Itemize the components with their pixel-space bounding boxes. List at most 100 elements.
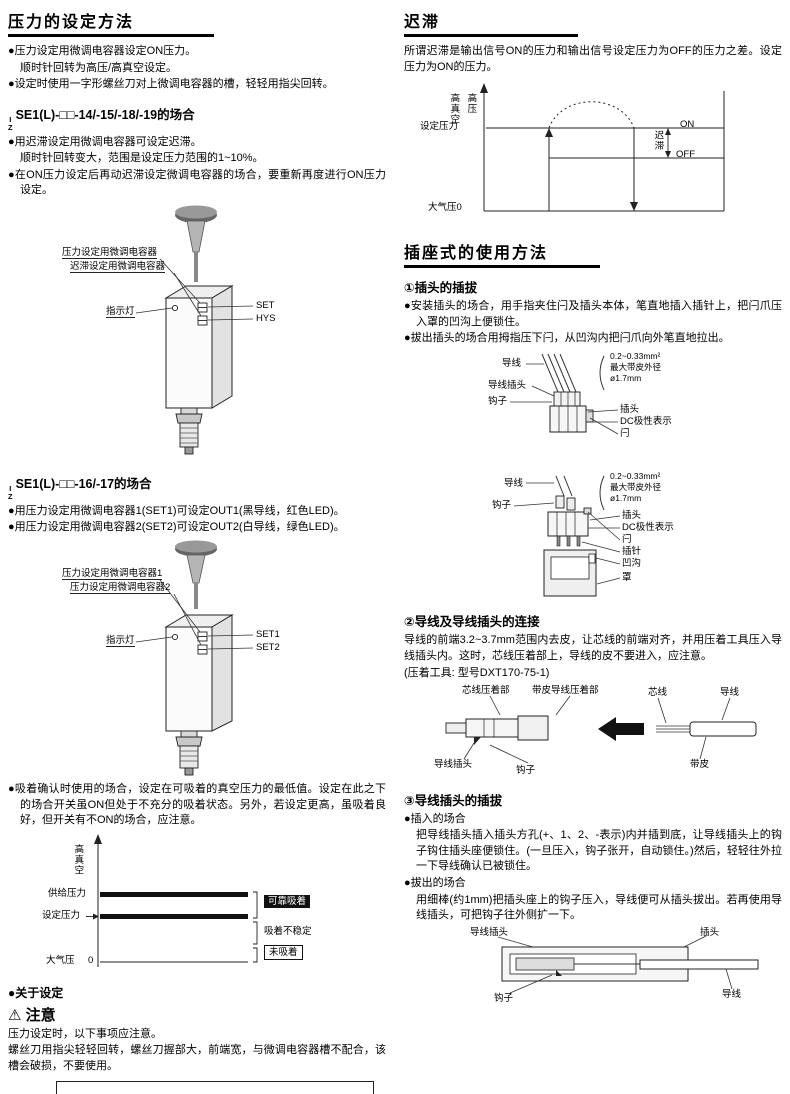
subsection-heading-1: ①插头的插拔 <box>404 281 478 296</box>
caution-title: 注意 <box>25 1006 56 1024</box>
label-cover: 罩 <box>622 572 632 584</box>
label-latch: 闩 <box>620 428 630 440</box>
label-wire-size: 0.2~0.33mm² <box>610 471 661 482</box>
label-off: OFF <box>676 149 695 161</box>
label-core: 芯线 <box>648 686 668 698</box>
subsection-heading-3: ③导线插头的插拔 <box>404 793 503 808</box>
prefix-top: I <box>9 114 12 124</box>
label-wire: 导线 <box>722 988 742 1000</box>
label-latch: 闩 <box>622 534 632 546</box>
hysteresis-chart-art <box>480 83 725 212</box>
label-zero: 0 <box>88 954 94 966</box>
prefix-bottom: Z <box>8 491 13 501</box>
label-hys: HYS <box>256 313 276 325</box>
zone-no-adsorption: 未吸着 <box>264 944 303 961</box>
label-hook: 钩子 <box>494 992 514 1004</box>
label-sheath: 带皮 <box>690 758 710 770</box>
label-wire: 导线 <box>502 358 522 370</box>
plug-assembly-art <box>510 353 621 597</box>
label-plug: 插头 <box>622 510 642 522</box>
label-wire-plug: 导线插头 <box>434 758 473 770</box>
zone-unstable-adsorption: 吸着不稳定 <box>264 925 312 937</box>
label-wire-diameter: ø1.7mm <box>610 373 642 384</box>
body-text: ●用压力设定用微调电容器1(SET1)可设定OUT1(黑导线，红色LED)。 <box>8 504 345 517</box>
figure-hysteresis-chart: 高真空 高压 设定压力 ON OFF 迟滞 大气压0 <box>404 83 782 225</box>
label-groove: 凹沟 <box>622 558 642 570</box>
label-indicator-lamp: 指示灯 <box>106 634 135 648</box>
label-on: ON <box>680 119 695 131</box>
label-indicator-lamp: 指示灯 <box>106 306 135 319</box>
axis-label-high-pressure: 高压 <box>465 93 477 115</box>
body-text: ●用压力设定用微调电容器2(SET2)可设定OUT2(白导线，绿色LED)。 <box>8 521 345 534</box>
body-text: 用细棒(约1mm)把插头座上的钩子压入，导线便可从插头拔出。若再使用导线插头，可… <box>416 893 782 922</box>
section-title-pressure-setting: 压力的设定方法 <box>8 8 214 37</box>
body-text: ●压力设定用微调电容器设定ON压力。 <box>8 45 197 57</box>
label-core-crimp: 芯线压着部 <box>462 684 510 696</box>
section-title-hysteresis: 迟滞 <box>404 8 578 37</box>
right-column: 迟滞 所谓迟滞是输出信号ON的压力和输出信号设定压力为OFF的压力之差。设定压力… <box>404 8 782 1094</box>
label-supply-pressure: 供给压力 <box>48 887 87 899</box>
figure-wire-crimp: 芯线压着部 带皮导线压着部 芯线 导线 导线插头 钩子 带皮 <box>404 685 782 781</box>
crimp-tool-note: (压着工具: 型号DXT170-75-1) <box>404 667 550 680</box>
section-title-socket-usage: 插座式的使用方法 <box>404 239 600 269</box>
figure-pressure-setting-1: 压力设定用微调电容器 迟滞设定用微调电容器 SET HYS 指示灯 <box>8 202 386 462</box>
label-pin: 插针 <box>622 546 642 558</box>
label-wire-plug: 导线插头 <box>488 380 527 392</box>
body-text: 螺丝刀用指尖轻轻回转，螺丝刀握部大，前端宽，与微调电容器槽不配合，该槽会破损，不… <box>8 1044 386 1073</box>
axis-label-high-vacuum: 高真空 <box>448 93 460 125</box>
left-column: 压力的设定方法 ●压力设定用微调电容器设定ON压力。 顺时针回转为高压/高真空设… <box>8 8 386 1094</box>
label-sheath-crimp: 带皮导线压着部 <box>532 684 599 696</box>
label-hook: 钩子 <box>492 500 512 512</box>
body-text: ●设定时使用一字形螺丝刀对上微调电容器的槽，轻轻用指尖回转。 <box>8 78 334 91</box>
body-text: 导线的前端3.2~3.7mm范围内去皮，让芯线的前端对齐，并用压着工具压入导线插… <box>404 634 782 662</box>
sensor-device-diagram <box>135 540 254 776</box>
vacuum-chart-art <box>86 833 258 967</box>
label-wire: 导线 <box>504 478 524 490</box>
plug-cross-section-art <box>497 935 759 994</box>
label-set1: SET1 <box>256 628 280 640</box>
label-dc-polarity: DC极性表示 <box>622 522 674 534</box>
figure-plug-cross-section: 导线插头 插头 钩子 导线 <box>404 927 782 1011</box>
zone-reliable-adsorption: 可靠吸着 <box>264 894 311 909</box>
label-set: SET <box>256 300 275 312</box>
prefix-top: I <box>9 484 12 494</box>
subsection-heading-2: ②导线及导线插头的连接 <box>404 615 540 630</box>
figure-pressure-setting-2: 压力设定用微调电容器1 压力设定用微调电容器2 SET1 SET2 指示灯 <box>8 539 386 779</box>
prefix-bottom: Z <box>8 122 13 132</box>
label-hook: 钩子 <box>488 396 508 408</box>
about-setting-heading: ●关于设定 <box>8 985 64 1000</box>
body-text: ●拔出插头的场合用拇指压下闩，从凹沟内把闩爪向外笔直地拉出。 <box>404 332 730 345</box>
model-heading-text: SE1(L)-□□-14/-15/-18/-19的场合 <box>15 107 195 122</box>
caution-heading: ⚠ 注意 <box>8 1004 386 1025</box>
label-atmospheric: 大气压 <box>46 954 75 966</box>
label-wire-sheath-od: 最大带皮外径 <box>610 482 662 493</box>
label-pressure-trimmer: 压力设定用微调电容器 <box>62 247 158 260</box>
label-set-pressure: 设定压力 <box>420 121 459 133</box>
body-text: 顺时针回转变大，范围是设定压力范围的1~10%。 <box>20 152 264 165</box>
body-text: 把导线插头插入插头方孔(+、1、2、-表示)内并插到底，让导线插头上的钩子钩住插… <box>416 829 782 873</box>
wire-crimp-art <box>445 695 757 764</box>
label-wire-diameter: ø1.7mm <box>610 493 642 504</box>
sensor-device-diagram <box>135 205 254 455</box>
body-text: ●在ON压力设定后再动迟滞设定微调电容器的场合，要重新再度进行ON压力设定。 <box>8 168 386 197</box>
body-text: ●拔出的场合 <box>404 877 466 890</box>
label-wire-size: 0.2~0.33mm² <box>610 351 661 362</box>
label-pressure-trimmer-2: 压力设定用微调电容器2 <box>70 581 171 595</box>
body-text: 压力设定时，以下事项应注意。 <box>8 1027 162 1040</box>
label-wire-plug: 导线插头 <box>470 926 509 938</box>
model-heading-text: SE1(L)-□□-16/-17的场合 <box>15 477 152 492</box>
label-set2: SET2 <box>256 641 280 653</box>
figure-vacuum-zones-chart: 高真空 供给压力 设定压力 大气压 0 可靠吸着 吸着不稳定 未吸着 <box>8 832 386 977</box>
body-text: ●用迟滞设定用微调电容器可设定迟滞。 <box>8 135 202 148</box>
body-text: ●吸着确认时使用的场合，设定在可吸着的真空压力的最低值。设定在此之下的场合开关虽… <box>8 782 386 827</box>
warning-icon: ⚠ <box>8 1006 22 1024</box>
label-hysteresis-trimmer: 迟滞设定用微调电容器 <box>70 261 166 274</box>
label-pressure-trimmer-1: 压力设定用微调电容器1 <box>62 567 163 581</box>
label-plug: 插头 <box>700 926 720 938</box>
label-hysteresis: 迟滞 <box>652 130 664 152</box>
